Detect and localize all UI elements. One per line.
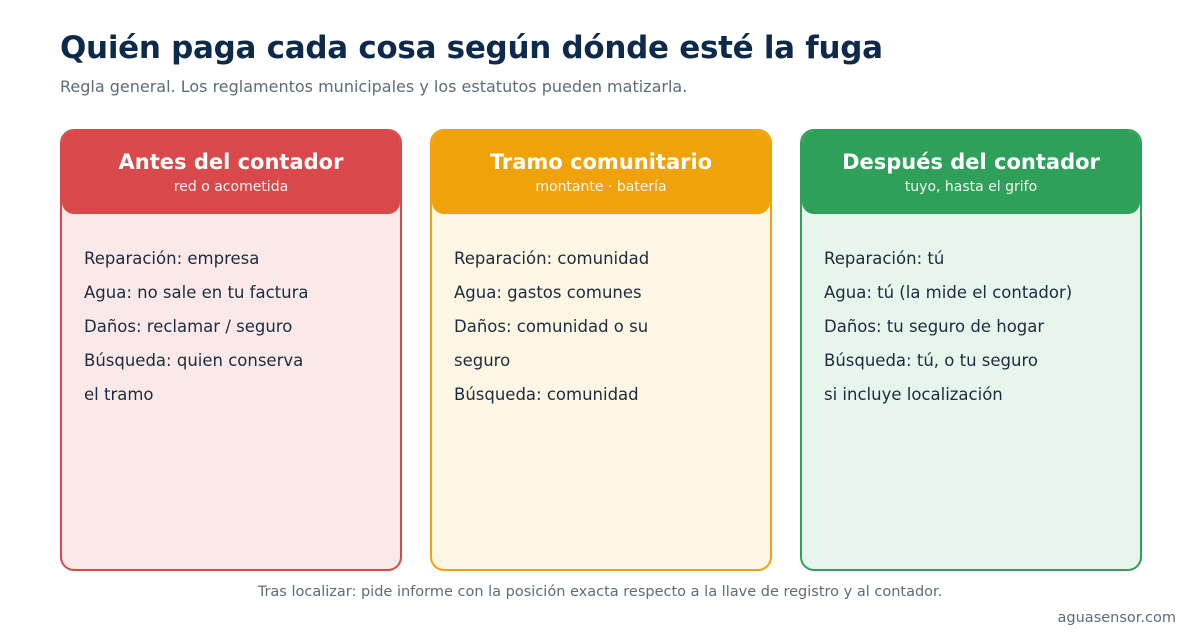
card-subtitle: tuyo, hasta el grifo xyxy=(904,179,1038,195)
card-line: si incluye localización xyxy=(824,385,1003,404)
card-line: Agua: no sale en tu factura xyxy=(84,283,309,302)
brand-url: aguasensor.com xyxy=(1057,610,1176,626)
page-subtitle: Regla general. Los reglamentos municipal… xyxy=(60,77,688,96)
card-title: Después del contador xyxy=(842,150,1100,174)
card-body: Reparación: comunidad Agua: gastos comun… xyxy=(432,214,770,412)
page-title: Quién paga cada cosa según dónde esté la… xyxy=(60,30,883,66)
card-line: Agua: gastos comunes xyxy=(454,283,642,302)
card-line: Reparación: empresa xyxy=(84,249,260,268)
card-subtitle: red o acometida xyxy=(173,179,289,195)
card-header: Después del contador tuyo, hasta el grif… xyxy=(802,131,1140,214)
card-line: Reparación: comunidad xyxy=(454,249,650,268)
card-after-meter: Después del contador tuyo, hasta el grif… xyxy=(800,129,1142,571)
card-header: Antes del contador red o acometida xyxy=(62,131,400,214)
card-line: Búsqueda: quien conserva xyxy=(84,351,304,370)
card-line: el tramo xyxy=(84,385,154,404)
card-title: Antes del contador xyxy=(118,150,344,174)
card-line: Daños: comunidad o su xyxy=(454,317,649,336)
footnote: Tras localizar: pide informe con la posi… xyxy=(257,584,943,600)
card-line: Búsqueda: tú, o tu seguro xyxy=(824,351,1038,370)
card-line: seguro xyxy=(454,351,511,370)
card-line: Agua: tú (la mide el contador) xyxy=(824,283,1073,302)
card-line: Daños: reclamar / seguro xyxy=(84,317,293,336)
card-subtitle: montante · batería xyxy=(535,179,667,195)
responsibility-cards: Antes del contador red o acometida Repar… xyxy=(60,129,1142,571)
card-community-section: Tramo comunitario montante · batería Rep… xyxy=(430,129,772,571)
card-before-meter: Antes del contador red o acometida Repar… xyxy=(60,129,402,571)
card-line: Reparación: tú xyxy=(824,249,945,268)
card-title: Tramo comunitario xyxy=(489,150,713,174)
card-header: Tramo comunitario montante · batería xyxy=(432,131,770,214)
card-line: Daños: tu seguro de hogar xyxy=(824,317,1045,336)
card-line: Búsqueda: comunidad xyxy=(454,385,639,404)
card-body: Reparación: empresa Agua: no sale en tu … xyxy=(62,214,400,412)
card-body: Reparación: tú Agua: tú (la mide el cont… xyxy=(802,214,1140,412)
